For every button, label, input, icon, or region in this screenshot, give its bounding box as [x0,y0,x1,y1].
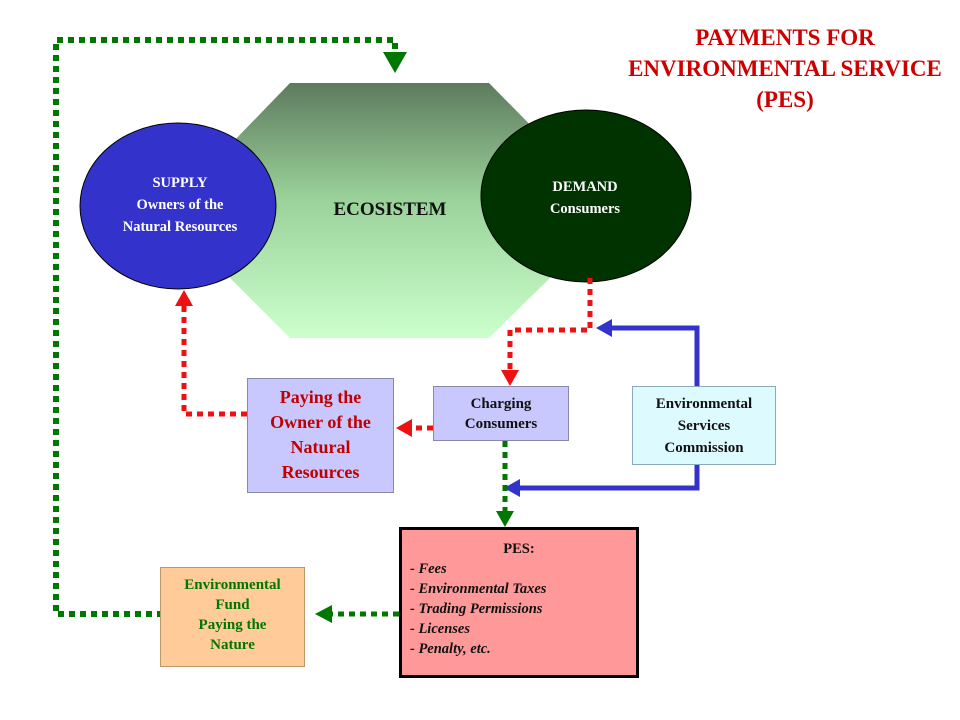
commission-line: Commission [664,440,744,456]
fund-line: Environmental [184,577,281,593]
pes-list-item: - Environmental Taxes [410,581,547,597]
red-paying-arrowhead [396,419,412,437]
services-commission-box: Environmental Services Commission [632,386,776,465]
ecosystem-octagon [230,83,550,338]
supply-label-line: Natural Resources [122,219,238,235]
title-line: PAYMENTS FOR [695,25,875,50]
red-demand-to-charging-connector [507,278,593,370]
blue-commission-to-pes-connector [520,465,700,491]
title-line: (PES) [756,87,814,112]
paying-owner-line: Resources [281,462,360,482]
supply-label-line: Owners of the [136,197,224,213]
pes-list-item: - Penalty, etc. [410,641,491,657]
green-loop-connector [53,37,398,617]
supply-circle [79,122,277,290]
paying-owner-box: Paying the Owner of the Natural Resource… [247,378,394,493]
paying-owner-line: Paying the [279,387,362,407]
blue-demand-arrowhead [596,319,612,337]
charging-line: Charging [470,396,532,412]
green-loop-arrowhead [383,52,407,73]
charging-consumers-box: Charging Consumers [433,386,569,441]
pes-list-item: - Trading Permissions [410,601,543,617]
diagram-title: PAYMENTS FOR ENVIRONMENTAL SERVICE (PES) [560,22,960,115]
demand-label-line: DEMAND [552,179,618,195]
green-pes-arrowhead [496,511,514,527]
demand-label: DEMAND Consumers [510,176,660,220]
red-paying-to-supply-connector [181,306,247,417]
blue-pes-arrowhead [504,479,520,497]
paying-owner-line: Natural [290,437,351,457]
supply-label: SUPPLY Owners of the Natural Resources [100,172,260,238]
green-fund-arrowhead [315,605,332,623]
ecosystem-label: ECOSISTEM [333,199,447,220]
paying-owner-line: Owner of the [270,412,371,432]
commission-line: Environmental [655,396,753,412]
supply-label-line: SUPPLY [152,175,208,191]
blue-commission-to-demand-connector [612,325,700,386]
title-line: ENVIRONMENTAL SERVICE [628,56,942,81]
commission-line: Services [677,418,731,434]
fund-line: Nature [210,637,255,653]
pes-list-item: - Fees [410,561,447,577]
demand-label-line: Consumers [549,201,621,217]
pes-box: PES: - Fees - Environmental Taxes - Trad… [399,527,639,678]
red-demand-arrowhead [501,370,519,386]
environmental-fund-box: Environmental Fund Paying the Nature [160,567,305,667]
pes-list-item: - Licenses [410,621,470,637]
fund-line: Fund [215,597,250,613]
demand-circle [480,109,692,283]
red-supply-arrowhead [175,290,193,306]
fund-line: Paying the [198,617,267,633]
charging-line: Consumers [464,416,538,432]
pes-title: PES: [503,541,535,557]
